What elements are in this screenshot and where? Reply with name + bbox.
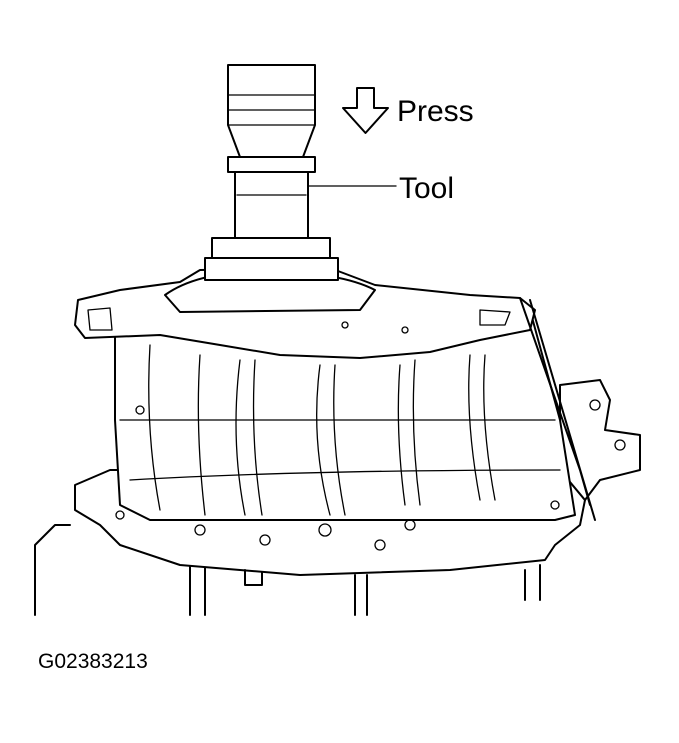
- press-label: Press: [397, 95, 474, 128]
- down-arrow-icon: [342, 87, 389, 134]
- figure-code: G02383213: [38, 650, 148, 673]
- tool-label: Tool: [399, 172, 454, 205]
- support-stand: [34, 524, 541, 616]
- press-tool: [204, 64, 339, 281]
- transmission-housing: [74, 267, 641, 586]
